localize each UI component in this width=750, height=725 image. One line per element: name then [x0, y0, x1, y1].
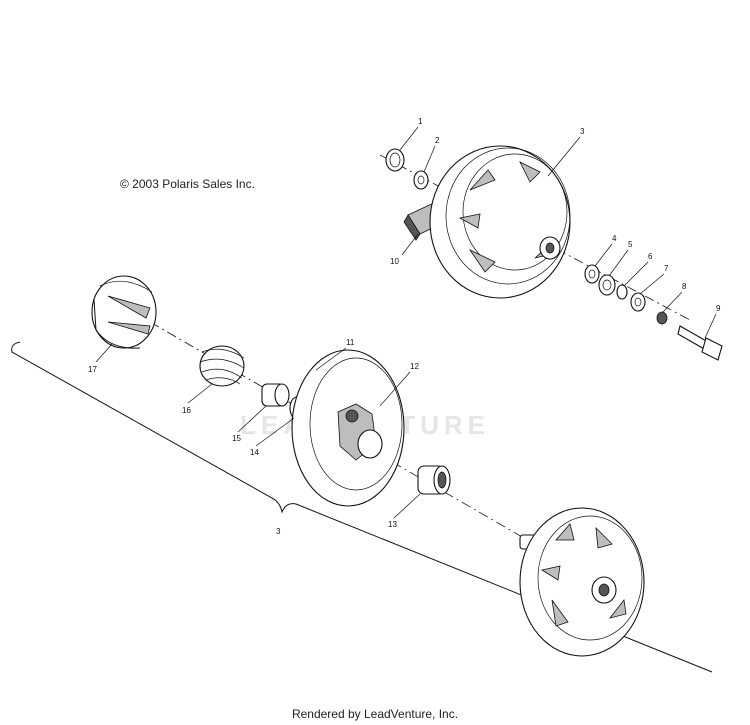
part-bearing	[417, 465, 451, 495]
part-washer-5	[598, 274, 616, 296]
part-spring-cup	[91, 275, 157, 349]
assembly-bracket	[11, 341, 713, 673]
part-washer-7	[630, 292, 646, 312]
callout-3: 3	[580, 127, 585, 136]
callout-14: 14	[250, 448, 259, 457]
part-bushing	[261, 383, 290, 407]
callout-17: 17	[88, 365, 97, 374]
callout-11: 11	[346, 338, 355, 347]
callout-7: 7	[664, 264, 669, 273]
part-nut-8	[656, 311, 668, 325]
callout-12: 12	[410, 362, 419, 371]
leader-lines	[95, 126, 717, 519]
callout-10: 10	[390, 257, 399, 266]
callout-13: 13	[388, 520, 397, 529]
callout-4: 4	[612, 234, 617, 243]
callout-15: 15	[232, 434, 241, 443]
part-washer-2	[413, 170, 429, 190]
callout-3-assembly: 3	[276, 527, 281, 536]
callout-9: 9	[716, 304, 721, 313]
part-spring	[199, 345, 245, 387]
footer-credit: Rendered by LeadVenture, Inc.	[291, 707, 459, 721]
callout-1: 1	[418, 117, 423, 126]
part-washer-4	[584, 264, 600, 284]
part-sheave-upper	[429, 145, 571, 299]
copyright-text: © 2003 Polaris Sales Inc.	[120, 177, 255, 191]
part-stationary-sheave	[519, 507, 645, 657]
callout-16: 16	[182, 406, 191, 415]
part-ring-6	[616, 284, 628, 300]
part-moveable-sheave	[291, 349, 405, 507]
part-seal-ring	[385, 148, 405, 172]
part-bolt-9	[677, 325, 723, 361]
callout-8: 8	[682, 282, 687, 291]
callout-5: 5	[628, 240, 633, 249]
callout-2: 2	[435, 136, 440, 145]
callout-6: 6	[648, 252, 653, 261]
